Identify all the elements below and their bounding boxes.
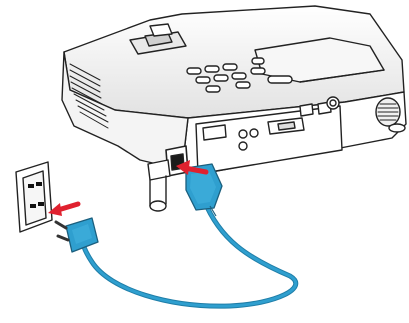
red-arrow-icon: [176, 160, 209, 175]
projector-icon: [61, 5, 407, 212]
wall-outlet-icon: [15, 161, 53, 233]
power-cord-icon: [54, 163, 299, 309]
red-arrow-icon: [48, 201, 81, 216]
